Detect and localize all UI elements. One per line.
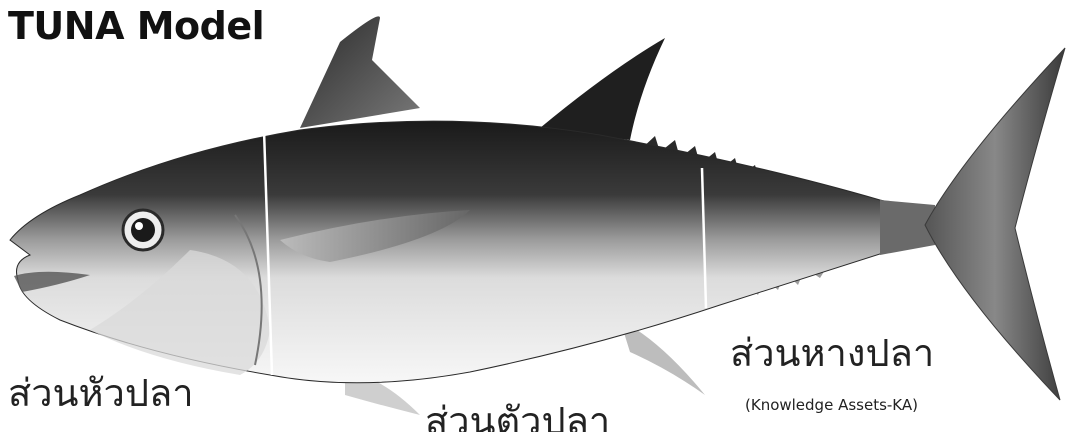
page-title: TUNA Model (8, 4, 264, 48)
fish-eye-icon (123, 210, 163, 250)
dorsal-fin-rear (540, 38, 665, 140)
body-section-label: ส่วนตัวปลา (425, 390, 610, 432)
dorsal-fin-front (300, 16, 420, 128)
head-section-label: ส่วนหัวปลา (8, 362, 194, 423)
tail-section-label: ส่วนหางปลา (730, 322, 934, 383)
tail-fin (925, 48, 1065, 400)
tail-section-subtitle: (Knowledge Assets-KA) (745, 396, 918, 414)
